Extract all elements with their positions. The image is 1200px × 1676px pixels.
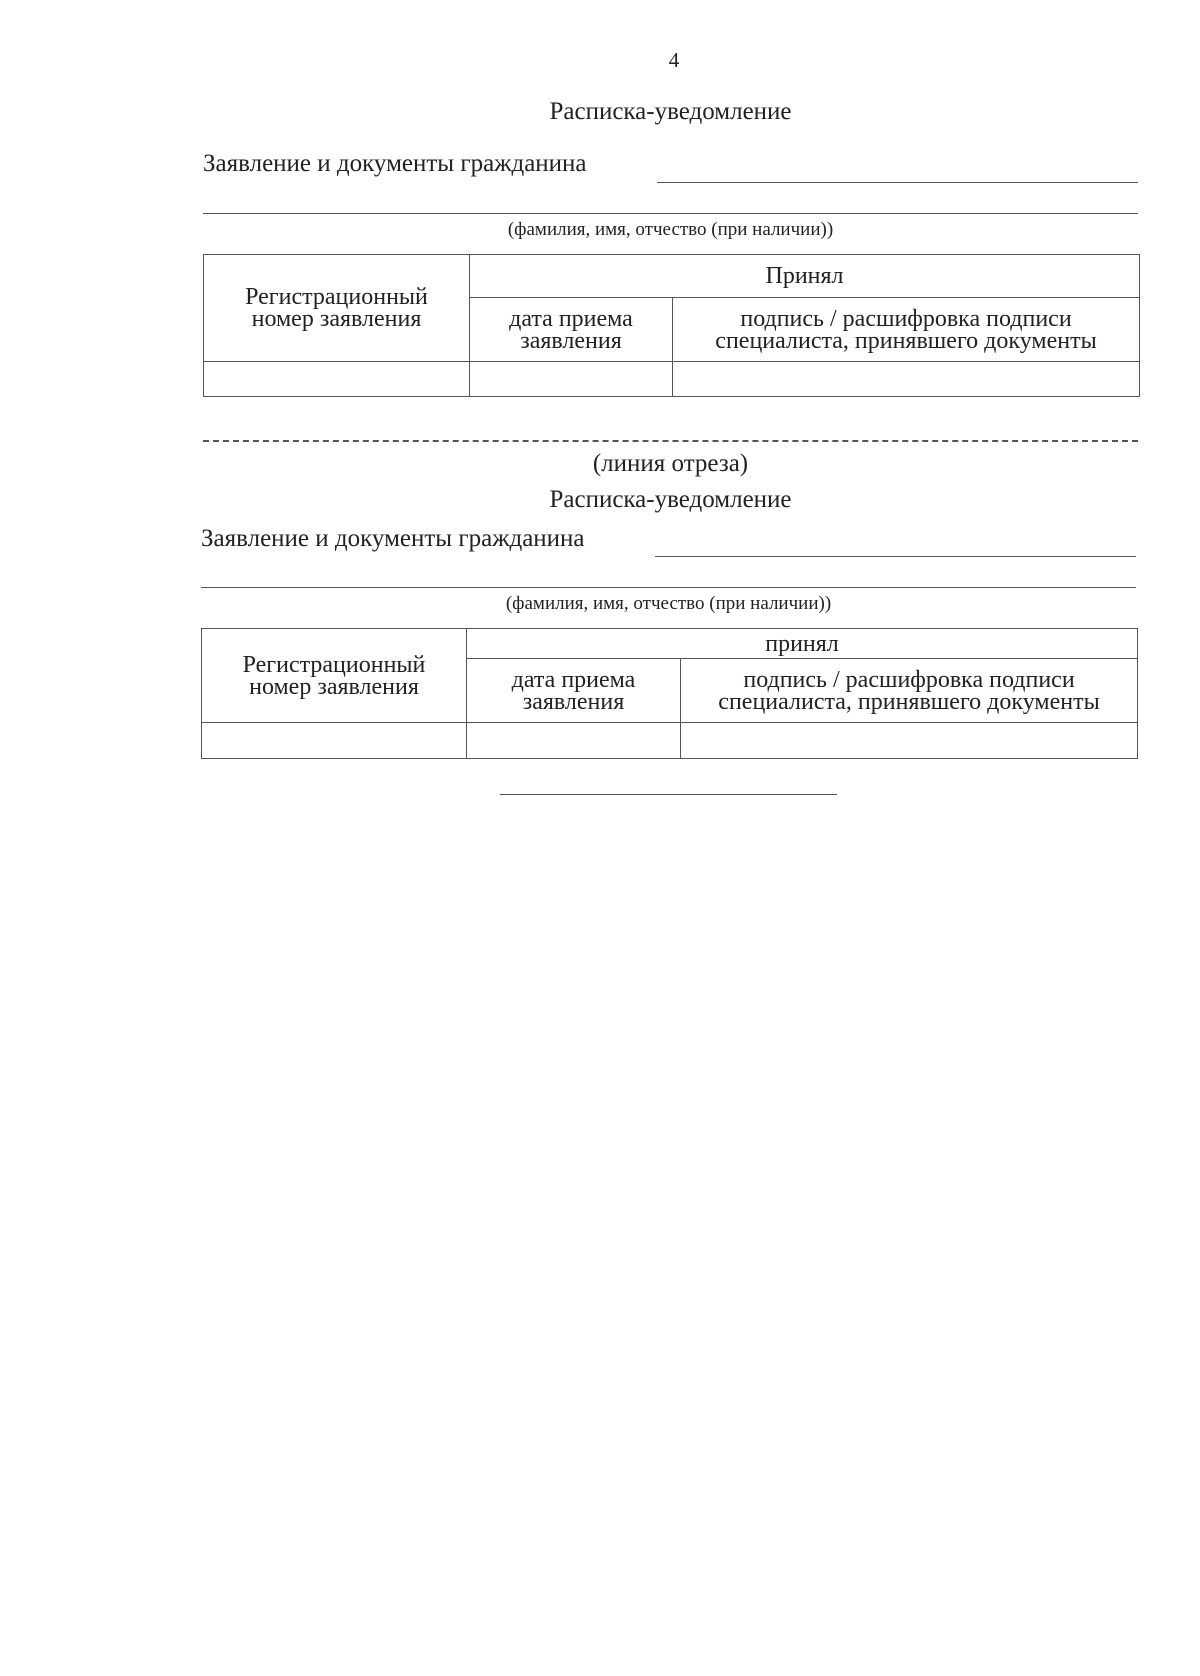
table-header-signature: подпись / расшифровка подписи специалист… xyxy=(671,297,1141,362)
table-header-registration-number: Регистрационный номер заявления xyxy=(201,628,467,723)
table-cell-registration-number xyxy=(203,361,470,397)
table-cell-signature xyxy=(679,722,1139,759)
table-header-acceptance-date: дата приема заявления xyxy=(469,297,673,362)
table-header-acceptance-date: дата приема заявления xyxy=(466,658,681,723)
receipt-bottom-citizen-label: Заявление и документы гражданина xyxy=(201,525,585,552)
receipt-bottom-title: Расписка-уведомление xyxy=(549,486,792,513)
receipt-top-title: Расписка-уведомление xyxy=(549,98,792,125)
page-number: 4 xyxy=(668,48,680,72)
receipt-top-name-caption: (фамилия, имя, отчество (при наличии)) xyxy=(507,219,834,240)
receipt-top-citizen-label: Заявление и документы гражданина xyxy=(203,150,587,177)
receipt-top-name-fill-line xyxy=(203,213,1138,214)
table-cell-signature xyxy=(671,361,1141,397)
receipt-bottom-table: Регистрационный номер заявления принял д… xyxy=(201,628,1139,759)
table-cell-registration-number xyxy=(201,722,467,759)
table-header-accepted: Принял xyxy=(468,254,1141,298)
table-header-signature: подпись / расшифровка подписи специалист… xyxy=(679,658,1139,723)
receipt-bottom-citizen-fill-line xyxy=(655,556,1136,557)
table-header-registration-number: Регистрационный номер заявления xyxy=(203,254,470,362)
table-header-accepted: принял xyxy=(465,628,1139,659)
cut-line xyxy=(203,440,1138,442)
table-cell-acceptance-date xyxy=(469,361,673,397)
receipt-bottom-name-caption: (фамилия, имя, отчество (при наличии)) xyxy=(505,593,832,614)
receipt-top-citizen-fill-line xyxy=(657,182,1138,183)
end-separator-line xyxy=(500,794,837,795)
cut-line-caption: (линия отреза) xyxy=(592,450,749,477)
receipt-top-table: Регистрационный номер заявления Принял д… xyxy=(203,254,1141,397)
table-cell-acceptance-date xyxy=(466,722,681,759)
receipt-bottom-name-fill-line xyxy=(201,587,1136,588)
